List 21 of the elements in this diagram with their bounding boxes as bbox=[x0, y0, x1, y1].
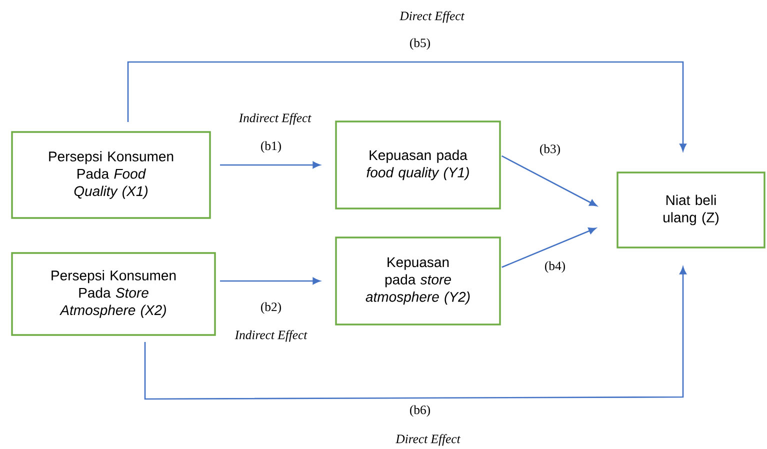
edge-label: (b6) bbox=[410, 405, 430, 417]
effect-label: Direct Effect bbox=[396, 434, 461, 446]
process-box: Niat beli ulang (Z) bbox=[616, 172, 766, 248]
process-box: Persepsi Konsumen Pada Food Quality (X1) bbox=[11, 131, 211, 219]
edge-label: (b3) bbox=[540, 144, 560, 156]
arrow bbox=[220, 278, 320, 284]
edge-label: (b5) bbox=[410, 38, 430, 50]
edge-label: (b1) bbox=[261, 141, 281, 153]
arrow bbox=[502, 228, 596, 268]
edge-label: (b4) bbox=[545, 261, 565, 273]
process-box: Kepuasan pada store atmosphere (Y2) bbox=[335, 236, 501, 326]
arrow bbox=[144, 266, 686, 400]
effect-label: Indirect Effect bbox=[234, 330, 308, 342]
edge-label: (b2) bbox=[261, 302, 281, 314]
effect-label: Indirect Effect bbox=[238, 113, 312, 125]
process-box: Kepuasan pada food quality (Y1) bbox=[335, 120, 501, 210]
arrow bbox=[501, 155, 598, 206]
arrow bbox=[127, 61, 686, 152]
effect-label: Direct Effect bbox=[400, 11, 465, 23]
process-box: Persepsi Konsumen Pada Store Atmosphere (X2) bbox=[11, 252, 216, 336]
arrow bbox=[220, 162, 320, 168]
